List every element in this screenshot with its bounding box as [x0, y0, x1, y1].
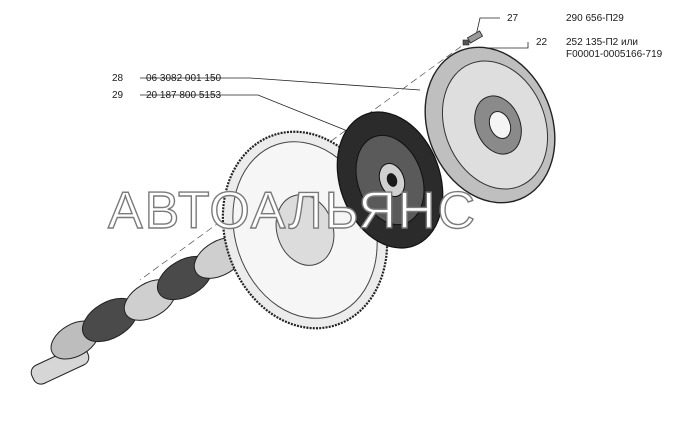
callout-22-code: 252 135-П2 или [566, 37, 638, 48]
callout-27-code: 290 656-П29 [566, 13, 624, 24]
clutch-disc [336, 111, 444, 249]
flywheel-hub [275, 194, 335, 266]
callout-27-num: 27 [507, 13, 519, 24]
leader-28 [140, 77, 421, 91]
pressure-plate [424, 46, 556, 204]
callout-28-code: 06 3082 001 150 [146, 73, 222, 84]
bolt-head [462, 39, 470, 46]
hub-bore [386, 173, 398, 187]
callout-29-num: 29 [112, 90, 124, 101]
callout-28-num: 28 [112, 73, 124, 84]
center-opening [488, 110, 512, 140]
leader-22 [475, 42, 529, 49]
callout-22-num: 22 [536, 37, 548, 48]
watermark-text: АВТОАЛЬЯНС [108, 182, 477, 240]
callout-29-code: 20 187 800 5153 [146, 90, 222, 101]
bolt-shank [466, 30, 484, 44]
leader-29 [140, 94, 366, 139]
callout-22-code2: F00001-0005166-719 [566, 49, 663, 60]
mounting-bolt [462, 30, 484, 46]
